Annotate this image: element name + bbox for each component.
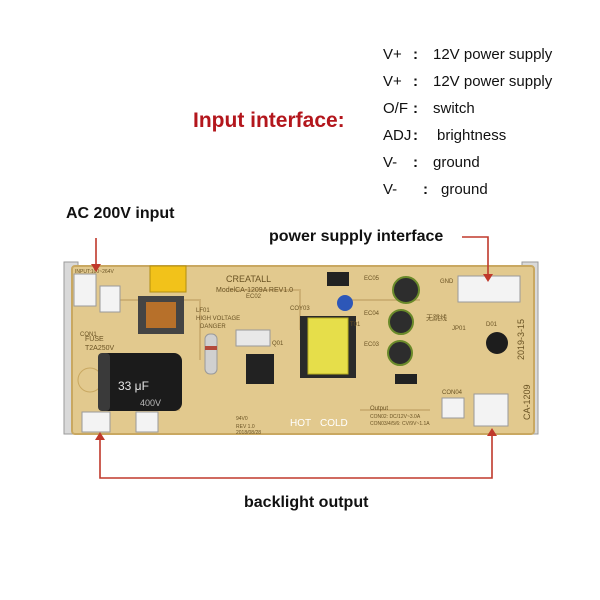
con1-connector xyxy=(99,285,121,313)
warning-text-1: HIGH VOLTAGE xyxy=(196,316,240,322)
cap-voltage-text: 400V xyxy=(140,398,161,408)
pin-name: V+ xyxy=(383,46,402,63)
side-date-text: 2019-3-15 xyxy=(516,319,526,360)
backlight-arrow xyxy=(99,430,493,479)
brand-text: CREATALL xyxy=(226,274,271,284)
cold-text: COLD xyxy=(320,418,348,429)
power-interface-arrow xyxy=(462,236,489,278)
warning-text-2: DANGER xyxy=(200,324,226,330)
pin-name: V+ xyxy=(383,73,402,90)
ac-input-label: AC 200V input xyxy=(66,205,175,222)
output-line2-text: CON03/4/5/6: CV/9V~1.1A xyxy=(370,421,430,427)
ec02-tag: EC02 xyxy=(246,294,262,300)
input-interface-title: Input interface: xyxy=(193,109,345,132)
bulk-capacitor xyxy=(98,353,182,411)
output-title-text: Output xyxy=(370,406,388,412)
ci1-text: 94V0 xyxy=(236,416,248,422)
jumper-text: 无跳线 xyxy=(426,313,447,322)
ec03-tag: EC03 xyxy=(364,342,380,348)
heatsink xyxy=(235,329,271,347)
backlight-output-label: backlight output xyxy=(244,494,369,511)
blue-capacitor xyxy=(337,295,353,311)
fuse-text: FUSE xyxy=(85,336,104,343)
pin-description: brightness xyxy=(437,127,507,144)
hot-text: HOT xyxy=(290,418,311,429)
pin-colon: : xyxy=(413,154,418,171)
backlight-output-right xyxy=(473,393,509,427)
pin-description: 12V power supply xyxy=(433,73,553,90)
gnd-text: GND xyxy=(440,279,454,285)
mosfet xyxy=(246,354,274,384)
date2-text: 2018/08/28 xyxy=(236,430,261,436)
bridge-rectifier xyxy=(327,272,349,286)
rev-text: REV 1.0 xyxy=(236,424,255,430)
q01-tag: Q01 xyxy=(272,341,284,347)
model-text: ModelCA-1209A REV1.0 xyxy=(216,287,293,294)
pin-colon: : xyxy=(413,46,418,63)
coy03-tag: COY03 xyxy=(290,306,310,312)
pin-description: ground xyxy=(441,181,488,198)
ec05-capacitor xyxy=(392,276,420,304)
arrows xyxy=(95,236,493,479)
fuse-rating-text: T2A250V xyxy=(85,345,115,352)
jp01-tag: JP01 xyxy=(452,326,466,332)
transformer-tape xyxy=(307,317,349,375)
pin-description: ground xyxy=(433,154,480,171)
pin-name: ADJ xyxy=(383,127,412,144)
con1-tag: CON1 xyxy=(80,332,97,338)
pin-name: V- xyxy=(383,181,398,198)
ac-input-connector xyxy=(73,273,97,307)
pin-colon: : xyxy=(423,181,428,198)
pin-description: 12V power supply xyxy=(433,46,553,63)
inductor xyxy=(486,332,508,354)
x-capacitor xyxy=(149,265,187,293)
pin-colon: : xyxy=(413,127,418,144)
t01-tag: T01 xyxy=(350,322,361,328)
pin-name: O/F xyxy=(383,100,408,117)
arrow-heads xyxy=(91,264,497,440)
output-line1-text: CON02: DC/12V~3.0A xyxy=(370,414,421,420)
resistor xyxy=(204,333,218,375)
choke-winding xyxy=(146,302,176,328)
cap-value-text: 33 μF xyxy=(118,379,149,393)
pin-description: switch xyxy=(433,100,475,117)
con04-tag: CON04 xyxy=(442,390,463,396)
pin-name: V- xyxy=(383,154,398,171)
ec05-tag: EC05 xyxy=(364,276,380,282)
pin-colon: : xyxy=(413,73,418,90)
power-supply-interface-label: power supply interface xyxy=(269,228,444,245)
ec03-capacitor xyxy=(387,340,413,366)
lf01-tag: LF01 xyxy=(196,308,210,314)
ec04-tag: EC04 xyxy=(364,311,380,317)
diode xyxy=(395,374,417,384)
pin-colon: : xyxy=(413,100,418,117)
ec04-capacitor xyxy=(388,309,414,335)
input-rating-text: INPUT:100~264V xyxy=(75,269,114,275)
pcb-traces xyxy=(100,289,430,411)
side-model-text: CA-1209 xyxy=(522,384,532,420)
backlight-output-left xyxy=(81,411,111,433)
d01-tag: D01 xyxy=(486,322,498,328)
